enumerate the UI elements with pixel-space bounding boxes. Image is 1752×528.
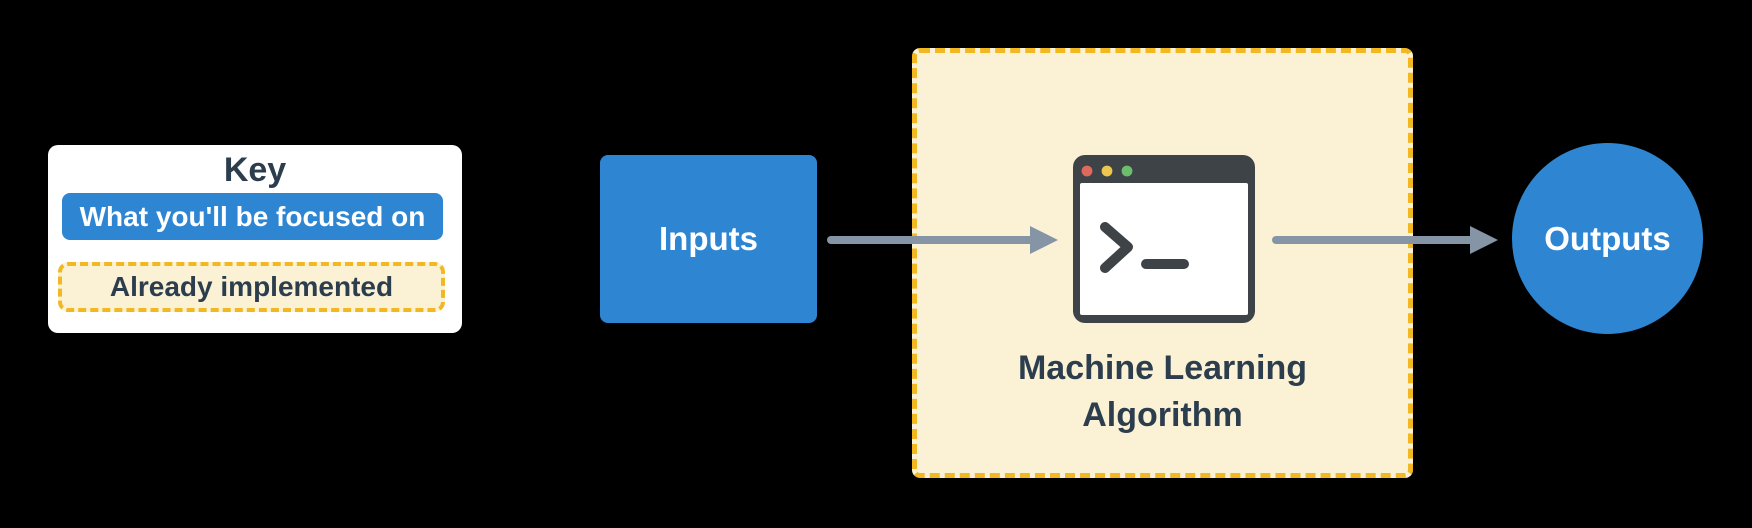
key-item-implemented-label: Already implemented <box>109 271 394 302</box>
key-item-focused-label: What you'll be focused on <box>79 200 426 232</box>
terminal-window-icon <box>1073 155 1255 323</box>
ml-algorithm-label-line2: Algorithm <box>1082 396 1243 434</box>
ml-algorithm-label: Machine Learning Algorithm <box>912 345 1413 439</box>
prompt-chevron-icon <box>1100 222 1133 273</box>
window-minimize-dot-icon <box>1101 165 1113 177</box>
key-item-implemented: Already implemented <box>58 262 445 312</box>
outputs-node: Outputs <box>1512 143 1703 334</box>
key-legend-title: Key <box>223 151 287 189</box>
ml-algorithm-label-line1: Machine Learning <box>1017 349 1308 387</box>
terminal-screen <box>1080 183 1248 315</box>
inputs-node-label: Inputs <box>659 220 758 257</box>
window-close-dot-icon <box>1081 165 1093 177</box>
inputs-node: Inputs <box>600 155 817 323</box>
outputs-node-label: Outputs <box>1544 219 1671 257</box>
window-maximize-dot-icon <box>1121 165 1133 177</box>
key-item-focused: What you'll be focused on <box>62 193 443 240</box>
key-legend-panel: Key What you'll be focused on Already im… <box>48 145 462 333</box>
